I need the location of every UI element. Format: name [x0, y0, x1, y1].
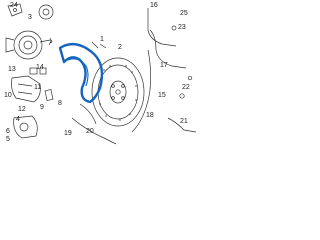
part-5-6-carrier	[13, 115, 38, 139]
callout-7: 7	[48, 40, 52, 47]
part-hub-bearing	[5, 30, 43, 60]
callout-13: 13	[8, 66, 16, 73]
callout-12: 12	[18, 106, 26, 113]
callout-5: 5	[6, 136, 10, 143]
callout-1: 1	[100, 36, 104, 43]
callout-18: 18	[146, 112, 154, 119]
callout-24: 24	[10, 2, 18, 9]
brake-parts-diagram: 24 3 7 14 13 11 10 9 12 4 6 5 8 19 20 1 …	[0, 0, 200, 147]
callout-25: 25	[180, 10, 188, 17]
callout-9: 9	[40, 104, 44, 111]
part-dust-shield-inner	[67, 58, 89, 87]
callout-10: 10	[4, 92, 12, 99]
callout-22: 22	[182, 84, 190, 91]
callout-16: 16	[150, 2, 158, 9]
callout-2: 2	[118, 44, 122, 51]
callout-21: 21	[180, 118, 188, 125]
part-brake-disc	[91, 57, 145, 127]
part-24-bracket	[7, 3, 23, 17]
part-22-23-brackets	[171, 25, 193, 99]
callout-4: 4	[16, 116, 20, 123]
callout-23: 23	[178, 24, 186, 31]
part-dust-shield-highlight	[58, 42, 104, 104]
callout-8: 8	[58, 100, 62, 107]
part-1-2-screws	[91, 41, 107, 49]
part-dust-cap	[38, 4, 54, 20]
callout-19: 19	[64, 130, 72, 137]
callout-17: 17	[160, 62, 168, 69]
part-10-caliper	[11, 75, 41, 103]
callout-14: 14	[36, 64, 44, 71]
part-7-bolt	[39, 37, 53, 44]
part-wear-sensor-cable	[71, 8, 197, 145]
callout-20: 20	[86, 128, 94, 135]
callout-15: 15	[158, 92, 166, 99]
diagram-artwork	[5, 3, 197, 145]
part-14-parts	[29, 67, 47, 75]
part-4-pad	[44, 89, 54, 101]
callout-11: 11	[34, 84, 42, 91]
callout-3: 3	[28, 14, 32, 21]
callout-6: 6	[6, 128, 10, 135]
